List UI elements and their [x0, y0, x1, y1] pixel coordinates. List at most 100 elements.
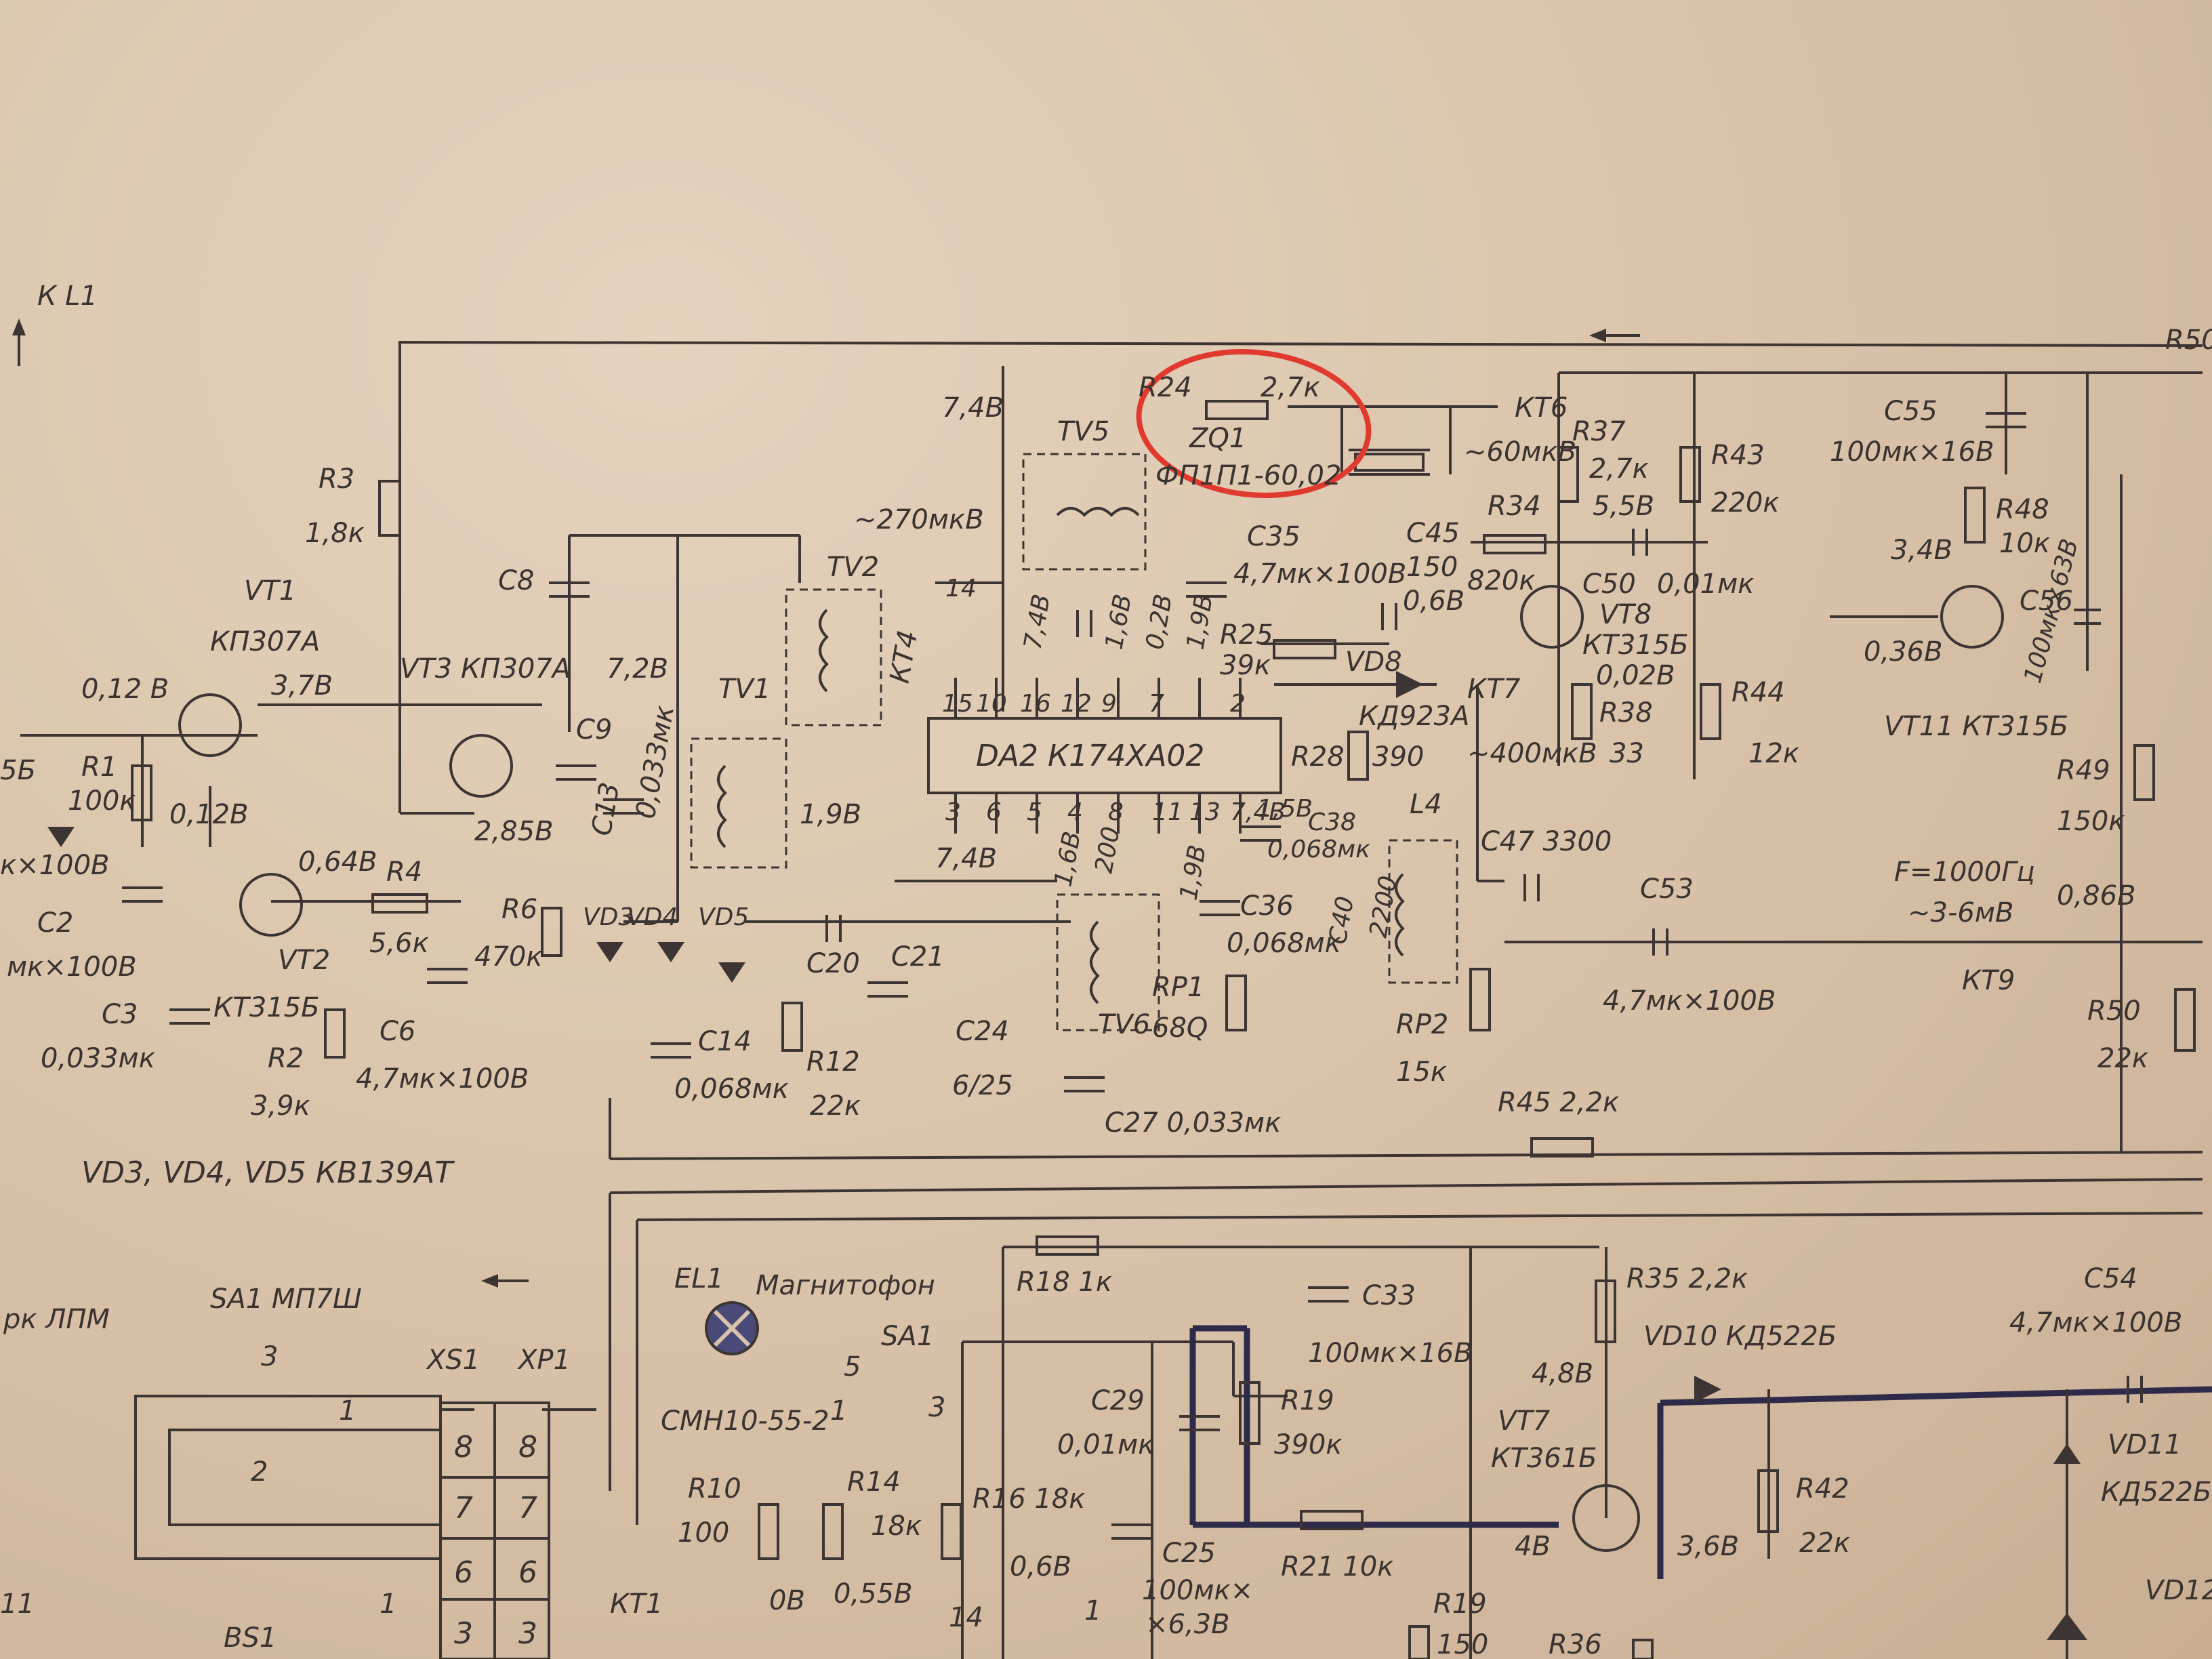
- label: 0,12В: [169, 799, 249, 830]
- arrows: [12, 319, 1640, 1288]
- label: R42: [1796, 1473, 1849, 1504]
- da2-chip: [927, 717, 1282, 794]
- label: 3,9к: [251, 1090, 310, 1122]
- label: Магнитофон: [756, 1270, 935, 1301]
- label: 7,4В: [942, 392, 1004, 424]
- r18-resistor: [1036, 1235, 1099, 1256]
- label: 6: [518, 1555, 537, 1590]
- r2-resistor: [324, 1008, 346, 1059]
- highlight-circle: [1136, 349, 1372, 498]
- label: ~270мкВ: [854, 504, 984, 535]
- label: 8: [454, 1430, 473, 1465]
- label: R21 10к: [1281, 1551, 1393, 1582]
- label: VD8: [1345, 647, 1402, 678]
- label: 0,068мк: [1227, 928, 1341, 959]
- label: C47 3300: [1481, 826, 1612, 857]
- label: ~60мкВ: [1464, 436, 1576, 468]
- label: 6: [986, 798, 1002, 826]
- label: 1: [1084, 1595, 1101, 1626]
- r24-resistor: [1205, 400, 1269, 420]
- label: 0,12 В: [81, 674, 169, 705]
- r10-resistor: [758, 1503, 779, 1560]
- tv1-box: [690, 737, 787, 869]
- label: C25: [1162, 1538, 1216, 1569]
- label: R48: [1996, 494, 2049, 525]
- label: 12к: [1748, 738, 1799, 769]
- label: 10: [976, 690, 1007, 718]
- label: EL1: [674, 1263, 724, 1294]
- label: R6: [501, 894, 537, 925]
- lower-wires: [134, 1178, 2212, 1659]
- label: 1,9В: [1181, 592, 1218, 652]
- r36-resistor: [1632, 1639, 1654, 1659]
- label: VT3 КП307А: [400, 653, 571, 684]
- label: мк×100В: [7, 951, 137, 983]
- label: 1,9В: [1174, 843, 1212, 903]
- transformers: [690, 453, 1458, 1031]
- label: 3,7В: [271, 670, 333, 701]
- label: R44: [1732, 677, 1785, 708]
- label: 1: [339, 1395, 356, 1427]
- label: 3,4В: [1891, 535, 1952, 566]
- label: R43: [1711, 440, 1765, 471]
- label: 100мк×: [1142, 1575, 1253, 1606]
- label: 7: [518, 1491, 537, 1525]
- label: КД522Б: [2101, 1477, 2211, 1508]
- label: VD4: [627, 903, 678, 931]
- tv1-coil: [717, 764, 727, 848]
- label: C55: [1884, 396, 1938, 427]
- r48-resistor: [1964, 487, 1986, 544]
- label: 4,7мк×100В: [1233, 558, 1406, 590]
- transistors: [178, 585, 2004, 1552]
- label: 7,4В: [1230, 798, 1286, 826]
- label: 14: [949, 1602, 983, 1633]
- label: 470к: [474, 941, 543, 972]
- tv2-box: [785, 588, 882, 726]
- label: C3: [102, 999, 138, 1030]
- label: VT7: [1498, 1406, 1551, 1437]
- label: 0,068мк: [1267, 836, 1370, 863]
- label: C14: [698, 1026, 752, 1057]
- label: VT11 КТ315Б: [1884, 711, 2068, 742]
- label: 390: [1372, 741, 1424, 773]
- label: 7,4В: [935, 843, 997, 874]
- label: 9: [1101, 690, 1117, 718]
- label: 8: [518, 1430, 537, 1465]
- label: 1,9В: [800, 799, 861, 830]
- label: 5: [844, 1351, 861, 1382]
- label: C9: [576, 714, 612, 745]
- label: 1,8к: [305, 518, 365, 549]
- r49-resistor: [2133, 744, 2155, 801]
- vd-diode: [47, 827, 75, 847]
- label: 15: [942, 690, 973, 718]
- r1-resistor: [131, 764, 152, 821]
- da2-pins: [954, 678, 1242, 834]
- label: 3: [261, 1341, 278, 1372]
- label: 100: [678, 1517, 729, 1549]
- label: 13: [1189, 798, 1221, 826]
- vt1-transistor: [178, 693, 242, 757]
- label: C6: [380, 1016, 415, 1047]
- labels: К L1 R3 1,8к VT1 КП307А 0,12 В 3,7В VT3 …: [0, 281, 2212, 1659]
- vd3-diode: [596, 942, 623, 962]
- label: R14: [847, 1467, 901, 1498]
- label: 100к: [68, 785, 136, 817]
- label: DA2 К174ХА02: [976, 739, 1204, 773]
- resistors: [131, 400, 2196, 1659]
- label: C40: [1324, 895, 1359, 947]
- label: 16: [1020, 690, 1051, 718]
- tv5-coil: [1056, 507, 1140, 517]
- label: R36: [1549, 1629, 1602, 1659]
- vd12-diode: [2047, 1613, 2087, 1640]
- r25-resistor: [1273, 639, 1336, 659]
- label: 150к: [2057, 806, 2125, 837]
- l4-coil: [1395, 873, 1405, 957]
- label: 220к: [1711, 487, 1780, 518]
- tv5-box: [1022, 453, 1147, 571]
- label: 1: [380, 1589, 396, 1620]
- label: 3: [945, 798, 961, 826]
- label: VT8: [1599, 599, 1652, 630]
- label: TV1: [718, 674, 771, 705]
- label: R45 2,2к: [1498, 1087, 1619, 1118]
- label: VD5: [698, 903, 749, 931]
